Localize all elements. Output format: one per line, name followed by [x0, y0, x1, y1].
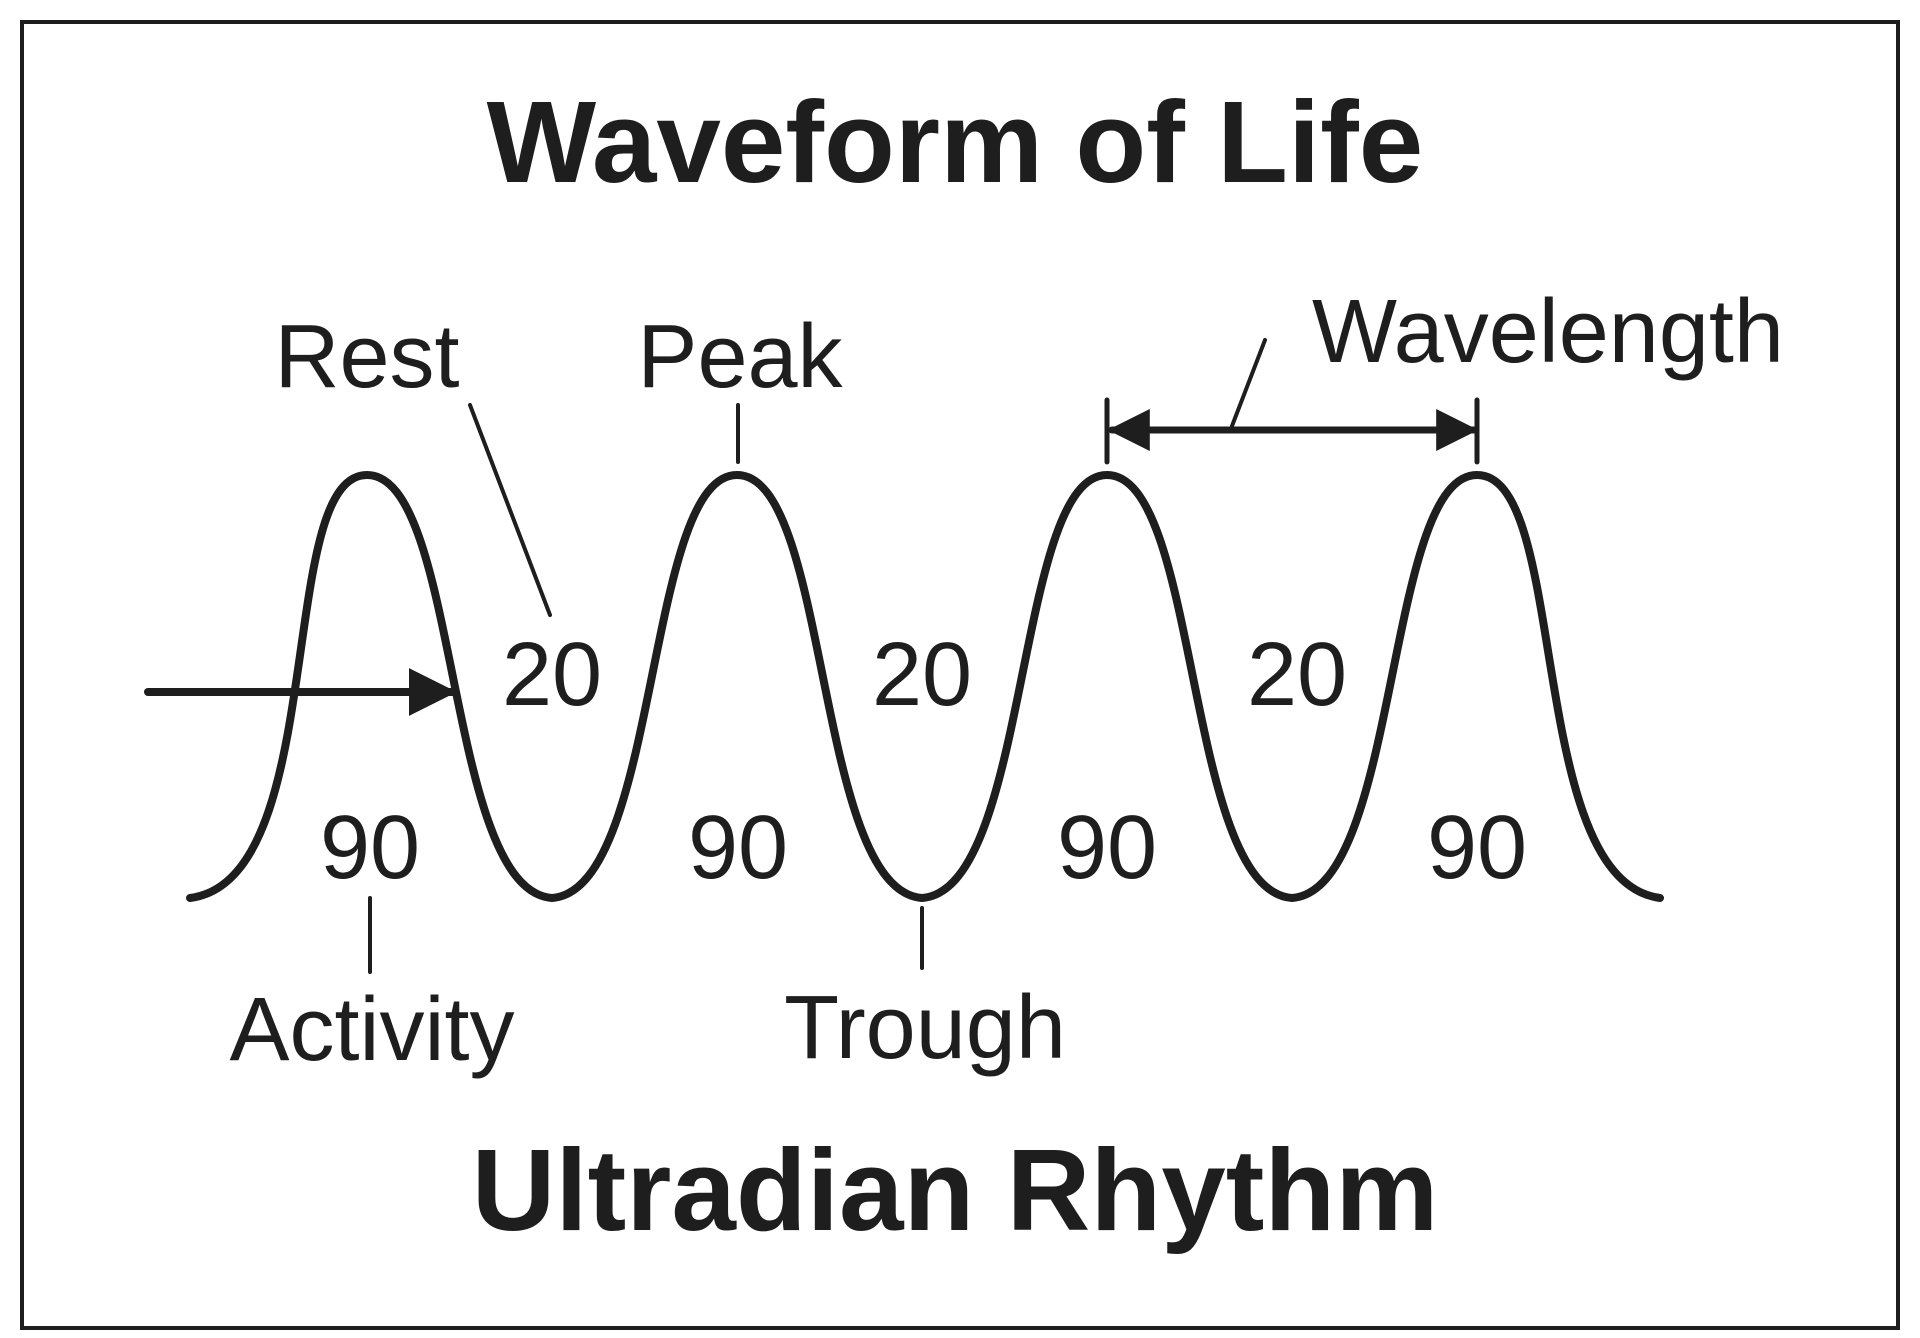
rest-leader	[468, 403, 552, 617]
wavelength-label: Wavelength	[1312, 282, 1784, 382]
waveform-curve	[186, 471, 1664, 902]
rest-label: Rest	[274, 307, 459, 407]
diagram-frame	[20, 20, 1900, 1330]
rest-value: 20	[1247, 625, 1347, 725]
activity-value: 90	[1427, 798, 1527, 898]
peak-label: Peak	[637, 307, 843, 407]
trough-label: Trough	[784, 978, 1066, 1078]
wavelength-leader	[1230, 338, 1267, 428]
activity-label: Activity	[229, 980, 514, 1080]
rest-value: 20	[502, 625, 602, 725]
activity-value: 90	[320, 798, 420, 898]
diagram-title: Waveform of Life	[487, 77, 1424, 207]
activity-value: 90	[1057, 798, 1157, 898]
diagram-subtitle: Ultradian Rhythm	[472, 1125, 1439, 1255]
rest-value: 20	[872, 625, 972, 725]
activity-value: 90	[688, 798, 788, 898]
